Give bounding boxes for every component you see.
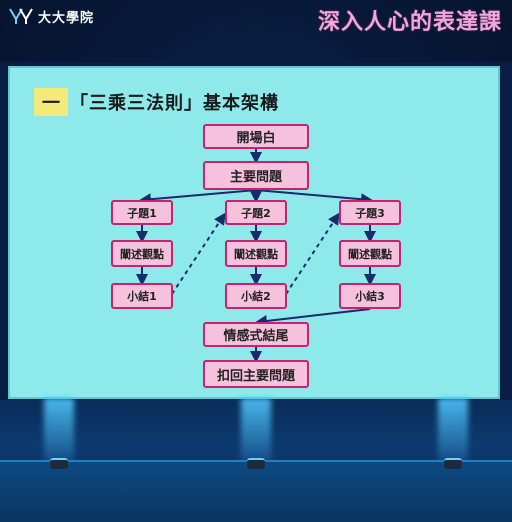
node-elab1: 闡述觀點 (111, 240, 173, 267)
arrow-sum3-ending (255, 308, 371, 327)
heading-text: 「三乘三法則」基本架構 (70, 93, 279, 114)
node-summary3: 小結3 (339, 283, 401, 309)
node-emotional-ending: 情感式結尾 (203, 322, 309, 347)
course-title: 深入人心的表達課 (317, 9, 502, 35)
node-summary1: 小結1 (111, 283, 173, 309)
node-elab3: 闡述觀點 (339, 240, 401, 267)
spotlight-lamp-center (247, 458, 265, 469)
logo-icon (9, 8, 33, 24)
dashed-arrow-sum2-sub3 (285, 212, 340, 295)
dashed-arrow-sum1-sub2 (171, 212, 226, 295)
slide-heading: 一 「三乘三法則」基本架構 (34, 88, 279, 116)
node-opening: 開場白 (203, 124, 309, 149)
spotlight-beam-left (44, 398, 74, 468)
node-main-question: 主要問題 (203, 161, 309, 190)
node-summary2: 小結2 (225, 283, 287, 309)
spotlight-lamp-right (444, 458, 462, 469)
brand-logo: 大大學院 (8, 6, 94, 26)
node-sub3: 子題3 (339, 200, 401, 225)
spotlight-beam-center (241, 398, 271, 468)
heading-number: 一 (34, 88, 68, 116)
spotlight-beam-right (438, 398, 468, 468)
arrow-main-sub3 (255, 189, 373, 206)
node-sub2: 子題2 (225, 200, 287, 225)
logo-text: 大大學院 (38, 10, 95, 26)
arrow-main-sub1 (139, 189, 257, 206)
node-elab2: 闡述觀點 (225, 240, 287, 267)
stage-floor (0, 460, 512, 522)
node-callback: 扣回主要問題 (203, 360, 309, 388)
node-sub1: 子題1 (111, 200, 173, 225)
spotlight-lamp-left (50, 458, 68, 469)
